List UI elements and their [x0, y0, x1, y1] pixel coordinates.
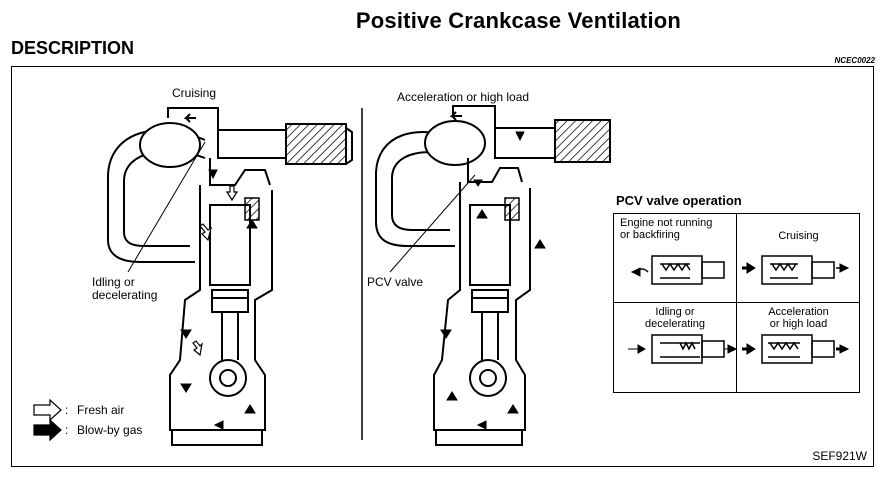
right-engine-drawing	[375, 105, 611, 446]
pcv-title: PCV valve operation	[616, 193, 742, 208]
section-heading: DESCRIPTION	[11, 38, 135, 58]
pcv-cell-idling: Idling or decelerating	[614, 303, 737, 392]
pcv-cell-label: Idling or decelerating	[645, 306, 705, 330]
figure-frame	[11, 66, 874, 467]
figure-id: SEF921W	[812, 449, 867, 463]
pcv-cell-cruising: Cruising	[737, 214, 860, 303]
legend-label-fresh-air: Fresh air	[77, 403, 125, 417]
right-flow-arrows	[440, 111, 546, 430]
left-flow-arrows	[180, 113, 258, 430]
right-figure-label: Acceleration or high load	[397, 90, 530, 104]
pcv-cell-label: Cruising	[778, 230, 819, 242]
pcv-cell-label: Acceleration or high load	[768, 306, 829, 330]
left-fresh-air-arrows	[192, 185, 239, 357]
reference-code: NCEC0022	[834, 56, 875, 65]
right-callout-leader	[389, 174, 476, 273]
left-engine-drawing	[107, 107, 353, 446]
left-callout-leader	[127, 141, 206, 273]
legend-label-blow-by: Blow-by gas	[77, 423, 143, 437]
right-callout-label: PCV valve	[367, 275, 424, 289]
legend-sep-blow-by: :	[65, 423, 69, 437]
pcv-operation-table: Engine not running or backfiring Cruisin…	[613, 213, 860, 393]
left-callout-label: Idling or decelerating	[92, 275, 158, 302]
legend-sep-fresh-air: :	[65, 403, 69, 417]
page-title: Positive Crankcase Ventilation	[355, 8, 682, 33]
left-figure-label: Cruising	[172, 86, 217, 100]
pcv-cell-acceleration: Acceleration or high load	[737, 303, 860, 392]
pcv-cell-engine-not-running: Engine not running or backfiring	[614, 214, 737, 303]
pcv-cell-label: Engine not running or backfiring	[620, 217, 713, 241]
